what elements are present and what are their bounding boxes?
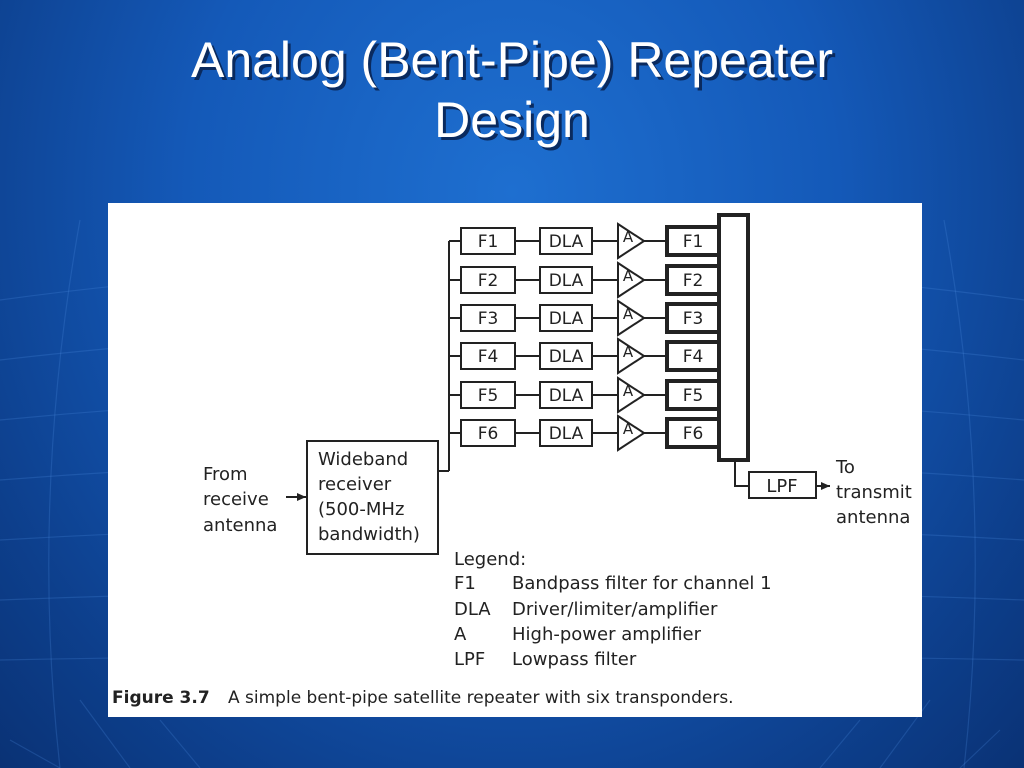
legend-abbr: F1 bbox=[454, 573, 476, 594]
lpf-box bbox=[748, 471, 817, 499]
caption-label: Figure 3.7 bbox=[112, 688, 210, 708]
channel-row: F2 DLA A F2 bbox=[449, 261, 721, 299]
legend-abbr: LPF bbox=[454, 649, 485, 670]
caption-text: A simple bent-pipe satellite repeater wi… bbox=[228, 688, 734, 708]
bandpass-filter-label: F5 bbox=[478, 386, 499, 406]
hpa-label: A bbox=[623, 343, 634, 361]
legend-desc: High-power amplifier bbox=[512, 624, 702, 645]
dla-label: DLA bbox=[549, 386, 584, 406]
bandpass-filter-label: F6 bbox=[478, 424, 499, 444]
legend-desc: Driver/limiter/amplifier bbox=[512, 599, 718, 620]
hpa-label: A bbox=[623, 420, 634, 438]
bandpass-filter-label: F1 bbox=[478, 232, 499, 252]
legend-entry: LPF Lowpass filter bbox=[454, 649, 637, 670]
output-filter-label: F5 bbox=[683, 386, 704, 406]
channel-row: F5 DLA A F5 bbox=[449, 376, 721, 414]
dla-label: DLA bbox=[549, 424, 584, 444]
input-label: From receive antenna bbox=[203, 464, 277, 536]
hpa-triangle bbox=[617, 414, 646, 452]
hpa-triangle bbox=[617, 222, 646, 260]
output-filter-label: F2 bbox=[683, 271, 704, 291]
legend-desc: Lowpass filter bbox=[512, 649, 637, 670]
hpa-triangle bbox=[617, 299, 646, 337]
hpa-label: A bbox=[623, 267, 634, 285]
bandpass-filter-label: F2 bbox=[478, 271, 499, 291]
hpa-label: A bbox=[623, 228, 634, 246]
output-filter-box bbox=[665, 225, 721, 257]
output-filter-label: F1 bbox=[683, 232, 704, 252]
combiner-to-lpf-line bbox=[734, 460, 749, 487]
channel-row: F6 DLA A F6 bbox=[449, 414, 721, 452]
hpa-triangle bbox=[617, 337, 646, 375]
output-filter-box bbox=[665, 302, 721, 334]
legend-entry: DLA Driver/limiter/amplifier bbox=[454, 599, 718, 620]
output-filter-label: F4 bbox=[683, 347, 704, 367]
legend: Legend: F1 Bandpass filter for channel 1… bbox=[454, 549, 772, 670]
output-combiner bbox=[717, 213, 750, 462]
slide-title: Analog (Bent-Pipe) Repeater Design bbox=[0, 30, 1024, 150]
channel-row: F1 DLA A F1 bbox=[449, 222, 721, 260]
legend-entry: F1 Bandpass filter for channel 1 bbox=[454, 573, 772, 594]
dla-label: DLA bbox=[549, 309, 584, 329]
dla-label: DLA bbox=[549, 271, 584, 291]
channel-row: F4 DLA A F4 bbox=[449, 337, 721, 375]
dla-box bbox=[539, 342, 593, 370]
legend-entry: A High-power amplifier bbox=[454, 624, 702, 645]
dla-box bbox=[539, 381, 593, 409]
bandpass-filter-box bbox=[460, 266, 516, 294]
dla-box bbox=[539, 266, 593, 294]
hpa-label: A bbox=[623, 382, 634, 400]
receiver-label: Wideband receiver (500-MHz bandwidth) bbox=[318, 449, 420, 545]
output-filter-label: F6 bbox=[683, 424, 704, 444]
output-filter-label: F3 bbox=[683, 309, 704, 329]
hpa-triangle bbox=[617, 261, 646, 299]
bandpass-filter-label: F3 bbox=[478, 309, 499, 329]
lpf-label: LPF bbox=[766, 476, 797, 497]
dla-label: DLA bbox=[549, 232, 584, 252]
hpa-triangle bbox=[617, 376, 646, 414]
bandpass-filter-label: F4 bbox=[478, 347, 499, 367]
channel-row: F3 DLA A F3 bbox=[449, 299, 721, 337]
slide-title-line1: Analog (Bent-Pipe) Repeater bbox=[190, 32, 834, 88]
dla-label: DLA bbox=[549, 347, 584, 367]
wideband-receiver-box bbox=[306, 440, 439, 555]
legend-desc: Bandpass filter for channel 1 bbox=[512, 573, 772, 594]
hpa-label: A bbox=[623, 305, 634, 323]
legend-abbr: DLA bbox=[454, 599, 491, 620]
figure-panel: From receive antenna Wideband receiver (… bbox=[108, 203, 922, 717]
repeater-diagram: From receive antenna Wideband receiver (… bbox=[112, 213, 918, 708]
output-label: To transmit antenna bbox=[835, 457, 918, 528]
bandpass-filter-box bbox=[460, 304, 516, 332]
figure-caption: Figure 3.7 A simple bent-pipe satellite … bbox=[112, 688, 734, 708]
slide-title-line2: Design bbox=[434, 92, 590, 148]
legend-heading: Legend: bbox=[454, 549, 526, 570]
legend-abbr: A bbox=[454, 624, 467, 645]
